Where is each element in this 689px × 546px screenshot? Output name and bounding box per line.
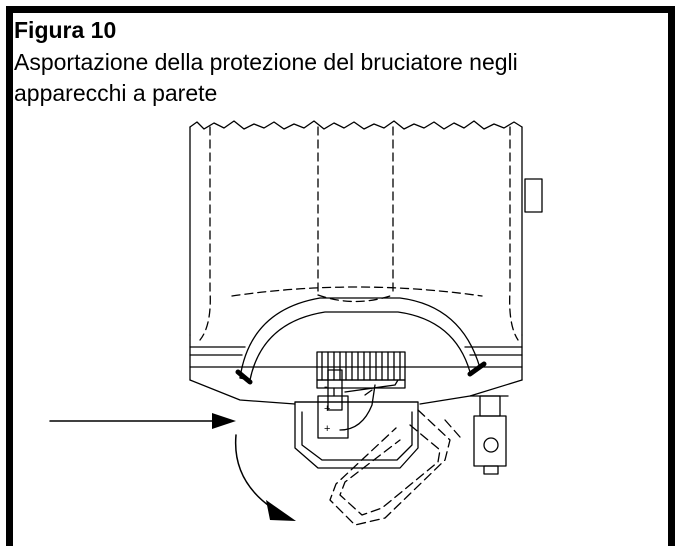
burner-box-removed [329, 409, 461, 526]
burner-box [294, 401, 419, 469]
burner-guard [235, 297, 487, 385]
polarity-plus-bottom: + [324, 423, 330, 435]
direction-arrow-head [212, 413, 236, 429]
heater-body [189, 120, 543, 405]
hidden-tank-lines [199, 126, 519, 341]
polarity-plus-top: + [324, 403, 330, 415]
caption-line-2: apparecchi a parete [14, 80, 218, 106]
figure-caption: Asportazione della protezione del brucia… [14, 47, 674, 109]
gas-fitting [469, 395, 509, 475]
gas-valve [316, 351, 406, 439]
rotation-arrow-head [266, 500, 296, 521]
polarity-minus: - [324, 381, 328, 393]
figure-label: Figura 10 [14, 17, 117, 43]
technical-drawing: + + - [49, 120, 543, 526]
figure-frame [6, 6, 675, 546]
caption-line-1: Asportazione della protezione del brucia… [14, 49, 518, 75]
rotation-arrow [234, 434, 273, 509]
